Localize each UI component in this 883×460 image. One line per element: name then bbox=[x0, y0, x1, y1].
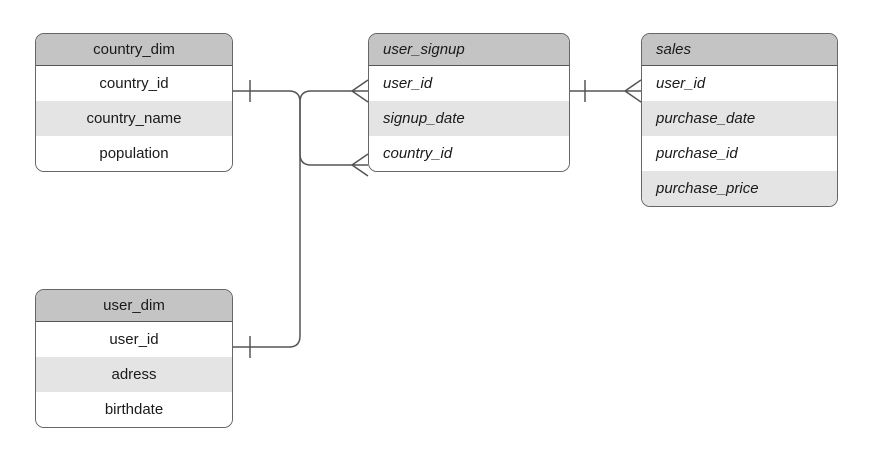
connector-user-dim-to-user-signup bbox=[233, 102, 301, 348]
field-row[interactable]: user_id bbox=[36, 322, 232, 357]
entity-title-user_signup: user_signup bbox=[369, 34, 569, 66]
field-row[interactable]: birthdate bbox=[36, 392, 232, 427]
field-row[interactable]: country_id bbox=[369, 136, 569, 171]
field-row[interactable]: purchase_date bbox=[642, 101, 837, 136]
connector-country-dim-trunk bbox=[233, 90, 352, 166]
entity-title-sales: sales bbox=[642, 34, 837, 66]
entity-user_signup[interactable]: user_signup user_id signup_date country_… bbox=[368, 33, 570, 172]
field-row[interactable]: population bbox=[36, 136, 232, 171]
field-row[interactable]: user_id bbox=[369, 66, 569, 101]
connector-country-dim-branch-upper bbox=[299, 90, 352, 103]
crowfoot-user-signup-user-id bbox=[351, 79, 369, 103]
crowfoot-sales-user-id bbox=[624, 79, 642, 103]
entity-title-country_dim: country_dim bbox=[36, 34, 232, 66]
field-row[interactable]: signup_date bbox=[369, 101, 569, 136]
field-row[interactable]: country_name bbox=[36, 101, 232, 136]
field-row[interactable]: country_id bbox=[36, 66, 232, 101]
field-row[interactable]: purchase_price bbox=[642, 171, 837, 206]
crowfoot-user-signup-country-id bbox=[351, 153, 369, 177]
field-row[interactable]: user_id bbox=[642, 66, 837, 101]
entity-country_dim[interactable]: country_dim country_id country_name popu… bbox=[35, 33, 233, 172]
field-row[interactable]: purchase_id bbox=[642, 136, 837, 171]
entity-title-user_dim: user_dim bbox=[36, 290, 232, 322]
field-row[interactable]: adress bbox=[36, 357, 232, 392]
entity-sales[interactable]: sales user_id purchase_date purchase_id … bbox=[641, 33, 838, 207]
entity-user_dim[interactable]: user_dim user_id adress birthdate bbox=[35, 289, 233, 428]
